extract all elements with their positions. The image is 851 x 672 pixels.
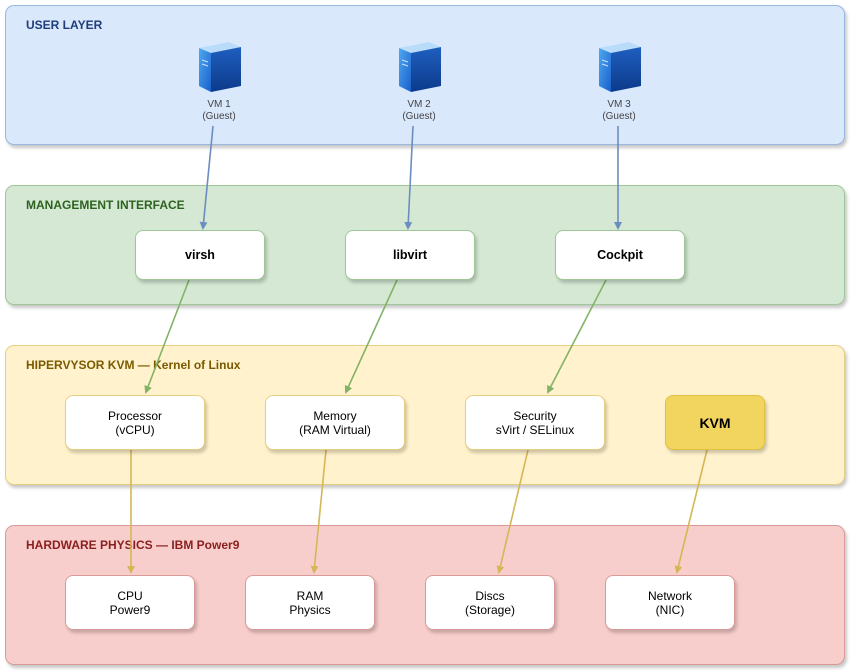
hardware-layer-title: HARDWARE PHYSICS — IBM Power9 bbox=[26, 538, 240, 552]
cpu-title: CPU bbox=[117, 588, 143, 603]
server-icon bbox=[399, 42, 441, 92]
security-node[interactable]: Security sVirt / SELinux bbox=[465, 395, 605, 450]
security-subtitle: sVirt / SELinux bbox=[495, 422, 575, 437]
kvm-node[interactable]: KVM bbox=[665, 395, 765, 450]
kvm-label: KVM bbox=[699, 414, 731, 431]
vm-3-name: VM 3 bbox=[607, 99, 631, 110]
server-icon bbox=[199, 42, 241, 92]
vm-2-role: (Guest) bbox=[402, 111, 436, 122]
processor-node[interactable]: Processor (vCPU) bbox=[65, 395, 205, 450]
vm-1-role: (Guest) bbox=[202, 111, 236, 122]
discs-subtitle: (Storage) bbox=[464, 602, 516, 617]
discs-title: Discs bbox=[475, 588, 505, 603]
memory-title: Memory bbox=[313, 408, 357, 423]
processor-subtitle: (vCPU) bbox=[115, 422, 155, 437]
user-layer-title: USER LAYER bbox=[26, 18, 103, 32]
discs-node[interactable]: Discs (Storage) bbox=[425, 575, 555, 630]
virsh-node[interactable]: virsh bbox=[135, 230, 265, 280]
security-title: Security bbox=[513, 408, 557, 423]
virsh-label: virsh bbox=[185, 248, 215, 262]
cpu-subtitle: Power9 bbox=[109, 602, 151, 617]
cpu-node[interactable]: CPU Power9 bbox=[65, 575, 195, 630]
memory-subtitle: (RAM Virtual) bbox=[299, 422, 371, 437]
ram-subtitle: Physics bbox=[289, 602, 331, 617]
management-layer-title: MANAGEMENT INTERFACE bbox=[26, 198, 185, 212]
vm-2[interactable]: VM 2 (Guest) bbox=[389, 38, 449, 123]
ram-node[interactable]: RAM Physics bbox=[245, 575, 375, 630]
processor-title: Processor bbox=[107, 408, 163, 423]
cockpit-node[interactable]: Cockpit bbox=[555, 230, 685, 280]
vm-3-role: (Guest) bbox=[602, 111, 636, 122]
network-subtitle: (NIC) bbox=[655, 602, 685, 617]
network-node[interactable]: Network (NIC) bbox=[605, 575, 735, 630]
vm-1-name: VM 1 bbox=[207, 99, 231, 110]
cockpit-label: Cockpit bbox=[597, 248, 643, 262]
server-icon bbox=[599, 42, 641, 92]
vm-2-name: VM 2 bbox=[407, 99, 431, 110]
vm-1[interactable]: VM 1 (Guest) bbox=[189, 38, 249, 123]
hypervisor-layer-title: HIPERVYSOR KVM — Kernel of Linux bbox=[26, 358, 241, 372]
network-title: Network bbox=[647, 588, 692, 603]
vm-3[interactable]: VM 3 (Guest) bbox=[589, 38, 649, 123]
memory-node[interactable]: Memory (RAM Virtual) bbox=[265, 395, 405, 450]
libvirt-label: libvirt bbox=[392, 248, 428, 262]
ram-title: RAM bbox=[296, 588, 324, 603]
libvirt-node[interactable]: libvirt bbox=[345, 230, 475, 280]
